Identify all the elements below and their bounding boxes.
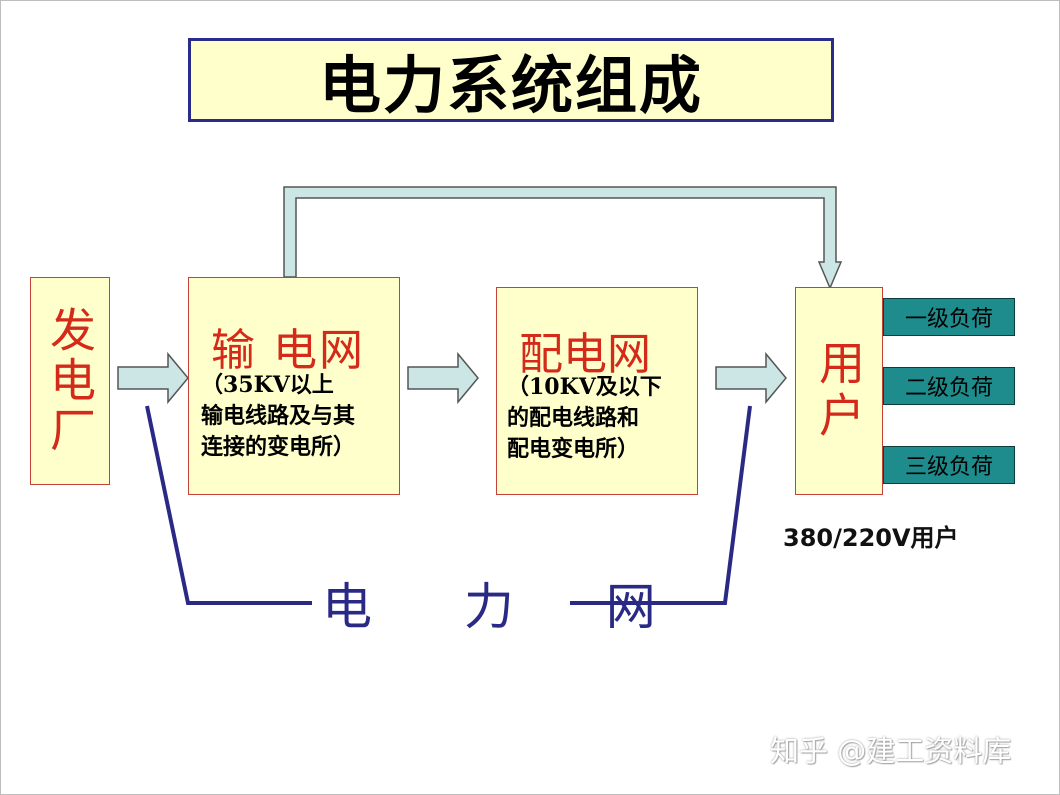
page-title: 电力系统组成 <box>318 49 703 122</box>
load-level-2: 二级负荷 <box>883 367 1015 405</box>
user-label: 用户 <box>812 339 866 443</box>
transmission-description: （35KV以上 输电线路及与其 连接的变电所） <box>201 372 356 460</box>
load-level-3: 三级负荷 <box>883 446 1015 484</box>
arrow-distribution-to-user <box>715 351 787 405</box>
transmission-network-box: 输 电网 （35KV以上 输电线路及与其 连接的变电所） <box>188 277 400 495</box>
power-grid-label: 电 力 网 <box>322 578 694 636</box>
grid-bracket-left <box>145 405 312 605</box>
distribution-network-box: 配电网 （10KV及以下 的配电线路和 配电变电所） <box>496 287 698 495</box>
watermark: 知乎 @建工资料库 <box>770 734 1012 768</box>
title-box: 电力系统组成 <box>188 38 834 122</box>
distribution-description: （10KV及以下 的配电线路和 配电变电所） <box>507 374 662 462</box>
voltage-note: 380/220V用户 <box>783 524 959 552</box>
bypass-arrow <box>283 186 843 290</box>
user-box: 用户 <box>795 287 883 495</box>
arrow-transmission-to-distribution <box>407 351 479 405</box>
transmission-heading: 输 电网 <box>211 325 365 376</box>
grid-bracket-right <box>570 405 752 605</box>
arrow-plant-to-transmission <box>117 351 189 405</box>
distribution-heading: 配电网 <box>519 329 651 380</box>
load-level-1: 一级负荷 <box>883 298 1015 336</box>
power-plant-label: 发电厂 <box>43 306 97 456</box>
power-plant-box: 发电厂 <box>30 277 110 485</box>
